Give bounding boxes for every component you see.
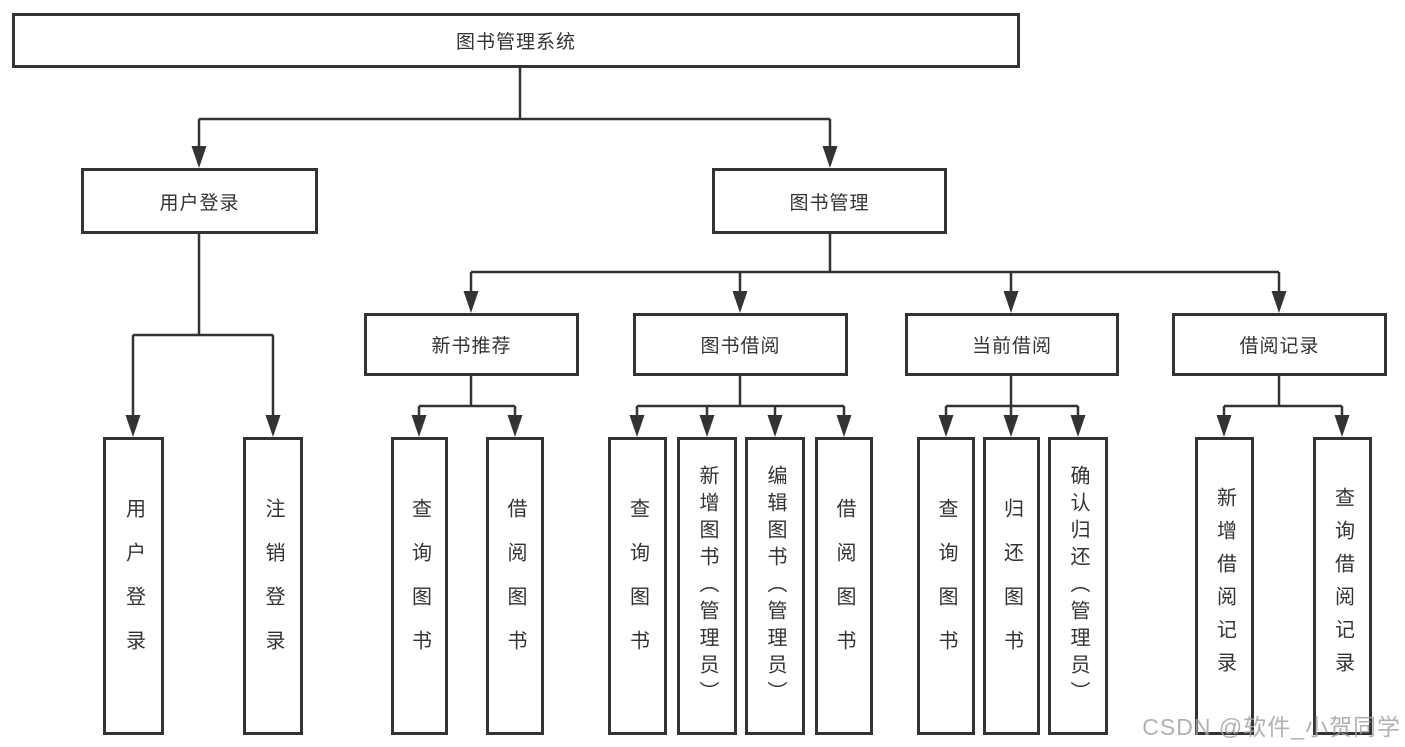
leaf-borrow-books: 借阅图书 bbox=[815, 437, 873, 735]
node-book-borrow: 图书借阅 bbox=[633, 313, 848, 376]
leaf-logout: 注销登录 bbox=[243, 437, 303, 735]
leaf-label: 查询图书 bbox=[626, 498, 649, 674]
leaf-edit-books-admin: 编辑图书（管理员） bbox=[745, 437, 805, 735]
node-label: 当前借阅 bbox=[971, 336, 1052, 357]
leaf-label: 查询图书 bbox=[408, 498, 431, 674]
csdn-watermark: CSDN @软件_小贺同学 bbox=[1142, 714, 1401, 740]
leaf-add-borrow-record: 新增借阅记录 bbox=[1195, 437, 1254, 735]
node-new-book-recommend: 新书推荐 bbox=[364, 313, 579, 376]
leaf-label: 借阅图书 bbox=[833, 498, 855, 674]
node-current-borrow: 当前借阅 bbox=[905, 313, 1119, 376]
leaf-label: 编辑图书（管理员） bbox=[764, 464, 786, 708]
leaf-add-books-admin: 新增图书（管理员） bbox=[677, 437, 737, 735]
node-label: 用户登录 bbox=[159, 192, 240, 214]
leaf-label: 确认归还（管理员） bbox=[1067, 464, 1089, 708]
leaf-confirm-return-admin: 确认归还（管理员） bbox=[1048, 437, 1108, 735]
leaf-label: 新增图书（管理员） bbox=[696, 464, 718, 708]
node-label: 图书借阅 bbox=[700, 336, 781, 357]
node-label: 新书推荐 bbox=[431, 336, 512, 357]
leaf-label: 新增借阅记录 bbox=[1213, 487, 1236, 685]
node-book-management: 图书管理 bbox=[712, 168, 947, 234]
leaf-return-books: 归还图书 bbox=[983, 437, 1040, 735]
leaf-label: 查询图书 bbox=[935, 498, 957, 674]
node-borrow-record: 借阅记录 bbox=[1172, 313, 1387, 376]
node-label: 图书管理系统 bbox=[455, 32, 576, 53]
leaf-user-login: 用户登录 bbox=[103, 437, 164, 735]
leaf-query-borrow-record: 查询借阅记录 bbox=[1313, 437, 1372, 735]
node-library-management-system: 图书管理系统 bbox=[12, 13, 1020, 68]
leaf-label: 查询借阅记录 bbox=[1331, 487, 1354, 685]
leaf-label: 用户登录 bbox=[122, 498, 145, 674]
leaf-label: 借阅图书 bbox=[504, 498, 526, 674]
node-label: 借阅记录 bbox=[1239, 336, 1320, 357]
leaf-label: 注销登录 bbox=[262, 498, 284, 674]
leaf-query-books-recommend: 查询图书 bbox=[391, 437, 448, 735]
node-user-login: 用户登录 bbox=[81, 168, 318, 234]
node-label: 图书管理 bbox=[789, 192, 870, 214]
leaf-query-books-current: 查询图书 bbox=[917, 437, 975, 735]
leaf-label: 归还图书 bbox=[1000, 498, 1023, 674]
leaf-borrow-books-recommend: 借阅图书 bbox=[486, 437, 544, 735]
leaf-query-books: 查询图书 bbox=[608, 437, 667, 735]
